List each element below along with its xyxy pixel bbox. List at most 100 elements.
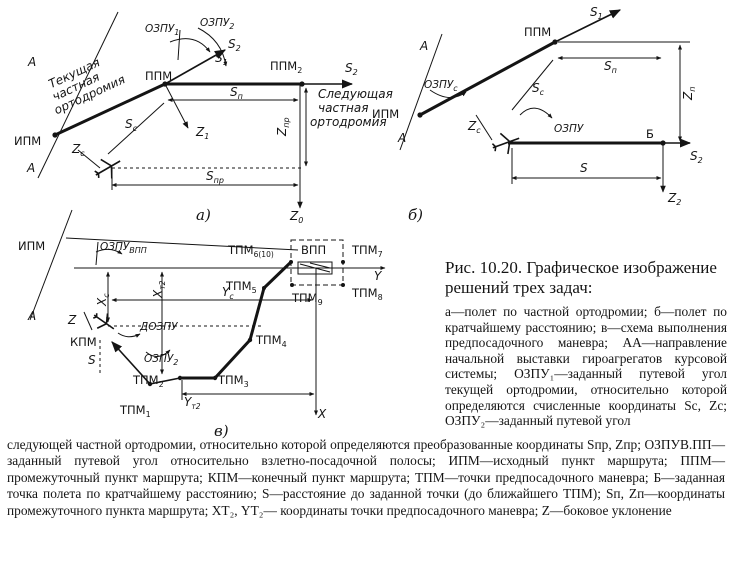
label-v-ozpu2: ОЗПУ2 <box>144 353 178 367</box>
sc-dim-b <box>511 59 554 111</box>
label-b-sc: Sс <box>532 81 545 97</box>
ipm-point-b <box>417 112 423 118</box>
path-to-tpm6 <box>262 260 293 290</box>
label-v-tpm4: ТПМ4 <box>255 333 287 349</box>
label-v-ipm: ИПМ <box>18 239 45 253</box>
label-v-tpm3: ТПМ3 <box>217 373 249 389</box>
ortho-s1-arrow <box>164 49 226 85</box>
label-z0: Z0 <box>289 209 303 225</box>
sublabel-b: б) <box>408 206 423 224</box>
label-b-ipm: ИПМ <box>372 107 399 121</box>
label-b-z2: Z2 <box>667 191 681 207</box>
label-znp: Zпр <box>275 117 291 137</box>
label-v-tpm6: ТПМ6(10) <box>227 243 274 259</box>
s1-arrow-b <box>554 9 622 43</box>
label-v-ozpu-vpp: ОЗПУВПП <box>100 241 147 255</box>
direction-aa-line-v <box>29 209 73 321</box>
ozpu1-arc <box>169 38 211 53</box>
label-a-top: А <box>27 55 36 69</box>
label-b-s1: S1 <box>590 5 603 21</box>
label-sn: Sп <box>230 85 243 101</box>
label-zc: Zс <box>71 142 85 158</box>
dozpu-arc <box>117 332 141 338</box>
label-v-y-axis: Y <box>374 269 383 283</box>
label-v-tpm9: ТПМ9 <box>291 291 323 307</box>
label-v-tpm2: ТПМ2 <box>132 373 164 389</box>
label-v-z: Z <box>67 313 77 327</box>
path-to-kpm <box>111 341 151 385</box>
direction-aa-line-b <box>399 33 443 151</box>
ppm-point-b <box>552 39 558 45</box>
current-ortho-line <box>54 82 166 137</box>
tpm2-point <box>177 375 183 381</box>
ozpu1-ref-line <box>177 29 181 61</box>
label-b-a-top: А <box>419 39 428 53</box>
caption-block: Рис. 10.20. Графическое изображение реше… <box>445 258 727 429</box>
label-ozpu2: ОЗПУ2 <box>200 17 234 31</box>
label-s2-right: S2 <box>345 61 358 77</box>
label-v-yc: Yс <box>222 285 234 301</box>
caption-title: Рис. 10.20. Графическое изображение реше… <box>445 258 717 297</box>
label-b-zc: Zс <box>467 119 481 135</box>
label-b-ozpuc: ОЗПУс <box>424 79 458 93</box>
next-ortho-text-2: частная <box>318 101 368 115</box>
label-b-s: S <box>580 161 588 175</box>
maneuver-path <box>180 287 266 380</box>
label-z1: Z1 <box>195 125 209 141</box>
label-v-xc: Xс <box>95 293 111 307</box>
caption-side-text: а—полет по частной ортодромии; б—полет п… <box>445 304 727 429</box>
vpp-line-v <box>65 237 299 251</box>
ozpu-vpp-ref <box>95 241 99 266</box>
sublabel-v: в) <box>214 422 229 440</box>
label-v-tpm8: ТПМ8 <box>351 286 383 302</box>
runway-rect <box>297 261 333 275</box>
label-v-a: А <box>27 309 36 323</box>
label-ppm2: ППМ2 <box>270 59 302 75</box>
figure-10-20: А А ИПМ ППМ ППМ2 ОЗПУ1 ОЗПУ2 S2 S1 S2 Те… <box>14 5 703 440</box>
label-b-ppm: ППМ <box>524 25 551 39</box>
label-v-xt2: Xт2 <box>151 280 167 299</box>
tpm8-point <box>341 283 345 287</box>
ozpu-vpp-arc <box>95 248 123 255</box>
aircraft-icon-b <box>491 132 520 155</box>
tpm7-point <box>341 260 345 264</box>
diagram-a: А А ИПМ ППМ ППМ2 ОЗПУ1 ОЗПУ2 S2 S1 S2 Те… <box>14 11 393 225</box>
runway-hatch-2 <box>309 262 331 269</box>
ozpu2-arc <box>197 27 228 67</box>
label-s2-top: S2 <box>228 37 241 53</box>
tpm9-point <box>290 283 294 287</box>
ozpu-arc-b <box>519 107 553 119</box>
label-v-tpm5: ТПМ5 <box>225 279 257 295</box>
z1-axis <box>164 83 189 129</box>
label-a-bottom: А <box>26 161 35 175</box>
label-b-a-bottom: А <box>397 131 406 145</box>
sc-dim <box>107 102 165 155</box>
path-to-tpm2 <box>149 377 181 385</box>
diagram-b: А А ИПМ ППМ S1 ОЗПУс ОЗПУ Sп Sс Zс Zп Б … <box>372 5 703 224</box>
label-ozpu1: ОЗПУ1 <box>145 23 179 37</box>
label-ipm: ИПМ <box>14 134 41 148</box>
label-s1: S1 <box>215 51 228 67</box>
next-ortho-text-3: ортодромия <box>310 115 387 129</box>
ortho-line-b <box>419 40 556 117</box>
label-v-kpm: КПМ <box>70 335 97 349</box>
caption-full-text: следующей частной ортодромии, относитель… <box>7 437 725 518</box>
ppm2-point <box>299 81 305 87</box>
label-b-ozpu: ОЗПУ <box>554 123 584 135</box>
label-b-point: Б <box>646 127 654 141</box>
sublabel-a: а) <box>196 206 211 224</box>
tpm3-point <box>212 375 218 381</box>
tpm1-point <box>147 381 153 387</box>
label-ppm: ППМ <box>145 69 172 83</box>
ipm-point <box>52 132 58 138</box>
label-v-x-axis: X <box>317 407 327 421</box>
label-snp: Sпр <box>206 169 224 185</box>
ozpu2-arc-v <box>145 349 171 357</box>
next-ortho-text-1: Следующая <box>318 87 393 101</box>
label-sc: Sс <box>125 117 138 133</box>
direction-aa-line <box>37 11 119 179</box>
aircraft-icon-v <box>92 313 115 330</box>
label-b-sn: Sп <box>604 59 617 75</box>
runway-hatch-1 <box>299 263 331 273</box>
zc-dim <box>77 149 101 169</box>
